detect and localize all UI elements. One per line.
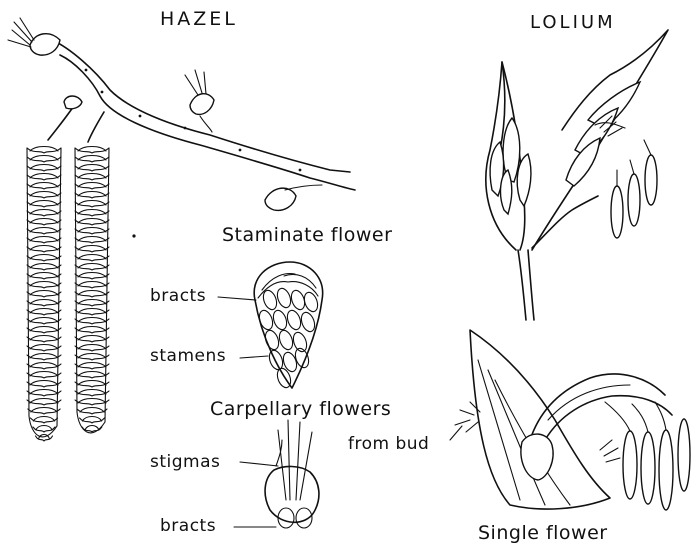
hazel-title: HAZEL bbox=[160, 8, 238, 30]
lolium-single-flower bbox=[450, 330, 690, 510]
from-bud-label: from bud bbox=[348, 434, 429, 454]
stamens-label: stamens bbox=[150, 346, 226, 366]
bracts-label-bottom: bracts bbox=[160, 516, 216, 536]
staminate-flower-label: Staminate flower bbox=[222, 224, 392, 246]
lolium-spikelets bbox=[486, 30, 668, 320]
bracts-label-top: bracts bbox=[150, 286, 206, 306]
hazel-catkin-right bbox=[75, 147, 109, 433]
carpellary-flower bbox=[234, 420, 319, 528]
staminate-flower bbox=[218, 262, 323, 389]
hazel-catkin-left bbox=[27, 147, 61, 442]
single-flower-label: Single flower bbox=[478, 522, 608, 544]
carpellary-flowers-label: Carpellary flowers bbox=[210, 398, 391, 420]
lolium-title: LOLIUM bbox=[530, 12, 616, 33]
stigmas-label: stigmas bbox=[150, 452, 220, 472]
